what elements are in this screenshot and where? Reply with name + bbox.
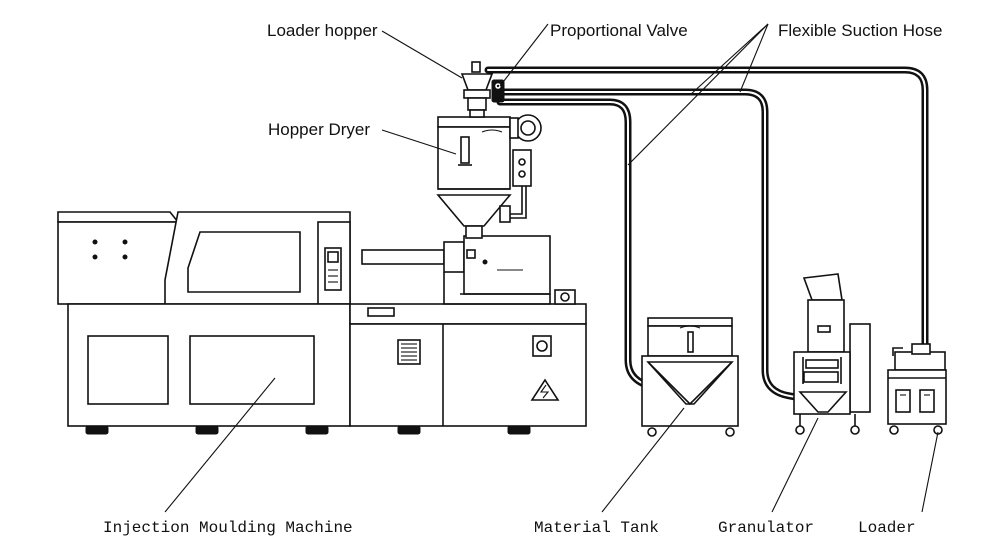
label-material-tank: Material Tank (534, 519, 659, 537)
label-flexible-suction-hose: Flexible Suction Hose (778, 21, 942, 40)
loader (887, 343, 947, 435)
hopper-dryer (436, 114, 542, 239)
injection-moulding-machine (57, 211, 587, 435)
label-hopper-dryer: Hopper Dryer (268, 120, 370, 139)
label-injection-moulding-machine: Injection Moulding Machine (103, 519, 353, 537)
label-proportional-valve: Proportional Valve (550, 21, 688, 40)
granulator (793, 273, 871, 435)
label-granulator: Granulator (718, 519, 814, 537)
label-loader: Loader (858, 519, 916, 537)
material-tank (641, 317, 739, 437)
loader-hopper (460, 61, 494, 118)
leader-lines (164, 23, 939, 513)
label-loader-hopper: Loader hopper (267, 21, 378, 40)
flexible-suction-hoses (484, 66, 929, 406)
